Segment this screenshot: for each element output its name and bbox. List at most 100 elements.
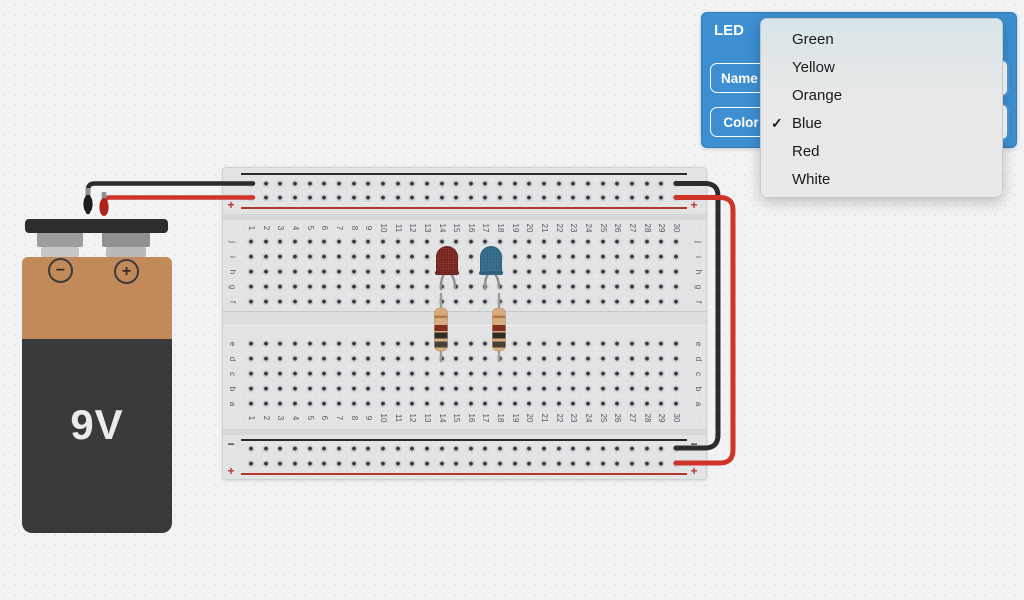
breadboard-hole[interactable] [481, 340, 490, 348]
breadboard-hole[interactable] [305, 238, 314, 246]
breadboard-hole[interactable] [642, 385, 651, 393]
breadboard-hole[interactable] [613, 180, 622, 188]
breadboard-hole[interactable] [349, 238, 358, 246]
breadboard-hole[interactable] [598, 298, 607, 306]
breadboard-hole[interactable] [496, 385, 505, 393]
breadboard-hole[interactable] [510, 385, 519, 393]
breadboard-hole[interactable] [598, 283, 607, 291]
breadboard-hole[interactable] [525, 355, 534, 363]
breadboard-hole[interactable] [554, 194, 563, 202]
breadboard-hole[interactable] [276, 180, 285, 188]
breadboard-hole[interactable] [598, 445, 607, 453]
breadboard-hole[interactable] [657, 400, 666, 408]
breadboard-hole[interactable] [613, 340, 622, 348]
breadboard-hole[interactable] [540, 238, 549, 246]
breadboard-hole[interactable] [290, 460, 299, 468]
breadboard-hole[interactable] [364, 460, 373, 468]
breadboard-hole[interactable] [437, 445, 446, 453]
breadboard-hole[interactable] [481, 370, 490, 378]
breadboard-hole[interactable] [510, 400, 519, 408]
breadboard-hole[interactable] [584, 400, 593, 408]
breadboard-hole[interactable] [349, 445, 358, 453]
breadboard-hole[interactable] [510, 180, 519, 188]
breadboard-hole[interactable] [247, 400, 255, 408]
breadboard-hole[interactable] [525, 385, 534, 393]
breadboard-hole[interactable] [613, 385, 622, 393]
breadboard-hole[interactable] [334, 298, 343, 306]
breadboard-hole[interactable] [569, 340, 578, 348]
breadboard-hole[interactable] [510, 298, 519, 306]
breadboard-hole[interactable] [540, 460, 549, 468]
breadboard-hole[interactable] [510, 238, 519, 246]
breadboard-hole[interactable] [320, 180, 329, 188]
breadboard-hole[interactable] [584, 253, 593, 261]
breadboard-hole[interactable] [466, 340, 475, 348]
breadboard-hole[interactable] [378, 400, 387, 408]
breadboard-hole[interactable] [525, 180, 534, 188]
breadboard-hole[interactable] [437, 238, 446, 246]
breadboard-hole[interactable] [466, 180, 475, 188]
breadboard-hole[interactable] [422, 385, 431, 393]
breadboard-hole[interactable] [393, 194, 402, 202]
breadboard-hole[interactable] [496, 460, 505, 468]
breadboard-hole[interactable] [657, 355, 666, 363]
breadboard-hole[interactable] [364, 385, 373, 393]
breadboard-hole[interactable] [320, 445, 329, 453]
breadboard-hole[interactable] [628, 180, 637, 188]
breadboard-hole[interactable] [393, 370, 402, 378]
breadboard-hole[interactable] [247, 355, 255, 363]
led-blue[interactable] [480, 246, 502, 275]
breadboard-hole[interactable] [349, 180, 358, 188]
breadboard-hole[interactable] [408, 355, 417, 363]
breadboard-hole[interactable] [408, 460, 417, 468]
breadboard-hole[interactable] [510, 253, 519, 261]
breadboard-hole[interactable] [305, 194, 314, 202]
breadboard-hole[interactable] [642, 400, 651, 408]
breadboard-hole[interactable] [422, 355, 431, 363]
breadboard-hole[interactable] [305, 400, 314, 408]
breadboard-hole[interactable] [364, 445, 373, 453]
breadboard-hole[interactable] [276, 253, 285, 261]
breadboard-hole[interactable] [554, 253, 563, 261]
breadboard-hole[interactable] [671, 355, 680, 363]
breadboard-hole[interactable] [349, 400, 358, 408]
breadboard-hole[interactable] [349, 194, 358, 202]
breadboard-hole[interactable] [613, 460, 622, 468]
breadboard-hole[interactable] [554, 445, 563, 453]
breadboard-hole[interactable] [261, 283, 270, 291]
breadboard-hole[interactable] [305, 283, 314, 291]
breadboard-hole[interactable] [408, 180, 417, 188]
breadboard-hole[interactable] [554, 385, 563, 393]
breadboard-hole[interactable] [525, 445, 534, 453]
breadboard-hole[interactable] [657, 385, 666, 393]
breadboard-hole[interactable] [598, 460, 607, 468]
breadboard-hole[interactable] [364, 400, 373, 408]
breadboard-hole[interactable] [481, 298, 490, 306]
breadboard-hole[interactable] [305, 253, 314, 261]
breadboard-hole[interactable] [320, 400, 329, 408]
breadboard-hole[interactable] [422, 400, 431, 408]
breadboard-hole[interactable] [671, 283, 680, 291]
breadboard-hole[interactable] [642, 283, 651, 291]
breadboard-hole[interactable] [628, 400, 637, 408]
breadboard-hole[interactable] [569, 445, 578, 453]
breadboard-hole[interactable] [496, 180, 505, 188]
breadboard-hole[interactable] [584, 268, 593, 276]
breadboard-hole[interactable] [525, 400, 534, 408]
breadboard-hole[interactable] [481, 194, 490, 202]
breadboard-hole[interactable] [628, 370, 637, 378]
breadboard-hole[interactable] [247, 268, 255, 276]
breadboard-hole[interactable] [378, 385, 387, 393]
dropdown-item-red[interactable]: Red [761, 137, 1002, 165]
breadboard-hole[interactable] [481, 355, 490, 363]
breadboard-hole[interactable] [510, 460, 519, 468]
breadboard-hole[interactable] [642, 194, 651, 202]
breadboard-hole[interactable] [290, 253, 299, 261]
breadboard-hole[interactable] [422, 268, 431, 276]
breadboard-hole[interactable] [452, 298, 461, 306]
breadboard-hole[interactable] [525, 460, 534, 468]
breadboard-hole[interactable] [393, 460, 402, 468]
breadboard-hole[interactable] [628, 268, 637, 276]
breadboard-hole[interactable] [466, 370, 475, 378]
breadboard-hole[interactable] [261, 180, 270, 188]
